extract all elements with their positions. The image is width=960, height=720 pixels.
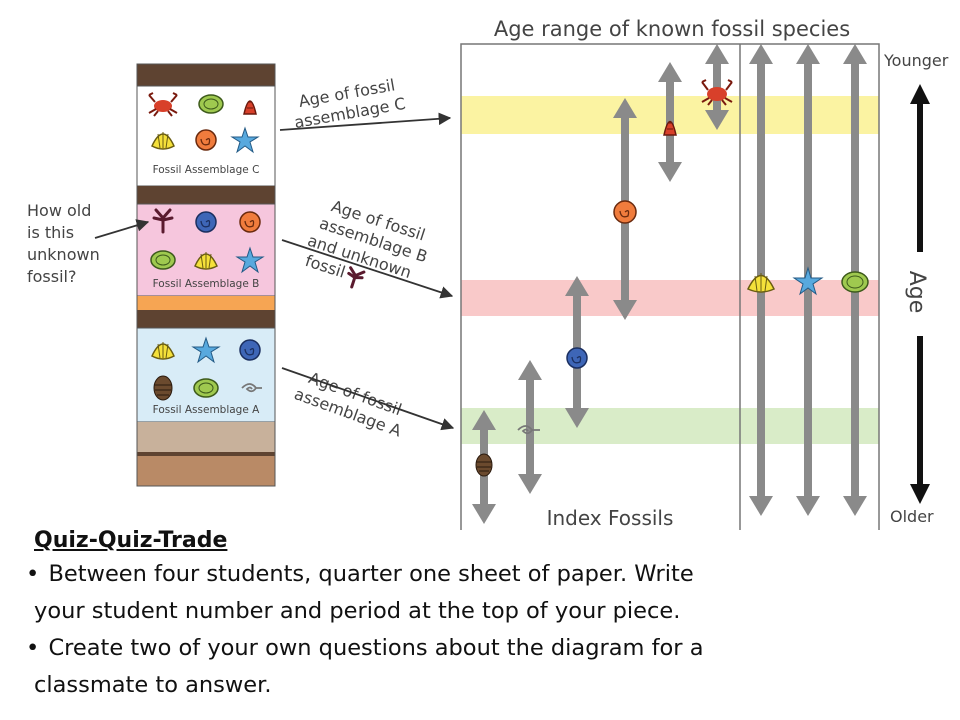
svg-text:fossil?: fossil?	[27, 267, 76, 286]
assemblage-a-label: Fossil Assemblage A	[153, 404, 260, 416]
label-assemblage-a: Age of fossil assemblage A	[292, 368, 405, 440]
unknown-fossil-icon	[347, 266, 366, 289]
layer-dark-4	[137, 452, 275, 456]
bullet-1-line-1: Between four students, quarter one sheet…	[48, 561, 694, 587]
age-axis: Younger Older Age	[883, 51, 949, 526]
bullet-1-line-2: your student number and period at the to…	[34, 598, 681, 624]
layer-top-dark	[137, 64, 275, 86]
index-fossils-label: Index Fossils	[547, 506, 674, 530]
bullet-2-line-2: classmate to answer.	[34, 672, 272, 698]
layer-orange	[137, 296, 275, 310]
range-crab	[705, 44, 729, 130]
label-assemblage-c: Age of fossil assemblage C	[293, 75, 407, 132]
layer-mid-brown	[137, 456, 275, 486]
svg-text:unknown: unknown	[27, 245, 100, 264]
spiral-shell-icon	[195, 129, 217, 151]
bullet-2-line-1: Create two of your own questions about t…	[48, 635, 704, 661]
sea-lily-icon	[152, 208, 174, 234]
crab-icon	[148, 92, 178, 117]
quiz-title: Quiz-Quiz-Trade	[34, 528, 228, 553]
bullet-1: Between four students, quarter one sheet…	[34, 556, 934, 630]
label-assemblage-b: Age of fossil assemblage B and unknown f…	[303, 196, 430, 289]
starfish-icon	[230, 126, 260, 154]
layer-dark-3	[137, 310, 275, 328]
scallop-icon	[151, 132, 175, 150]
quiz-section: Quiz-Quiz-Trade Between four students, q…	[34, 526, 934, 704]
ammonite-icon	[195, 211, 217, 233]
bullet-2: Create two of your own questions about t…	[34, 630, 934, 704]
layer-tan	[137, 422, 275, 452]
svg-text:is this: is this	[27, 223, 74, 242]
svg-text:How old: How old	[27, 201, 91, 220]
unknown-fossil-question: How old is this unknown fossil?	[27, 201, 150, 286]
cone-shell-icon	[243, 100, 257, 115]
age-label: Age	[904, 271, 929, 314]
older-label: Older	[890, 507, 934, 526]
chart-title: Age range of known fossil species	[494, 17, 850, 41]
trilobite-icon	[153, 375, 173, 401]
coil-icon	[241, 383, 262, 393]
assemblage-c-label: Fossil Assemblage C	[153, 164, 260, 176]
band-b	[461, 280, 879, 316]
layer-dark-2	[137, 186, 275, 204]
younger-label: Younger	[883, 51, 949, 70]
rock-column: Fossil Assemblage C Fossil Assemblage B …	[136, 63, 276, 487]
fossil-diagram: Fossil Assemblage C Fossil Assemblage B …	[27, 17, 949, 530]
range-coil	[518, 360, 542, 494]
assemblage-b-label: Fossil Assemblage B	[153, 278, 260, 290]
oval-clam-icon	[198, 94, 224, 114]
